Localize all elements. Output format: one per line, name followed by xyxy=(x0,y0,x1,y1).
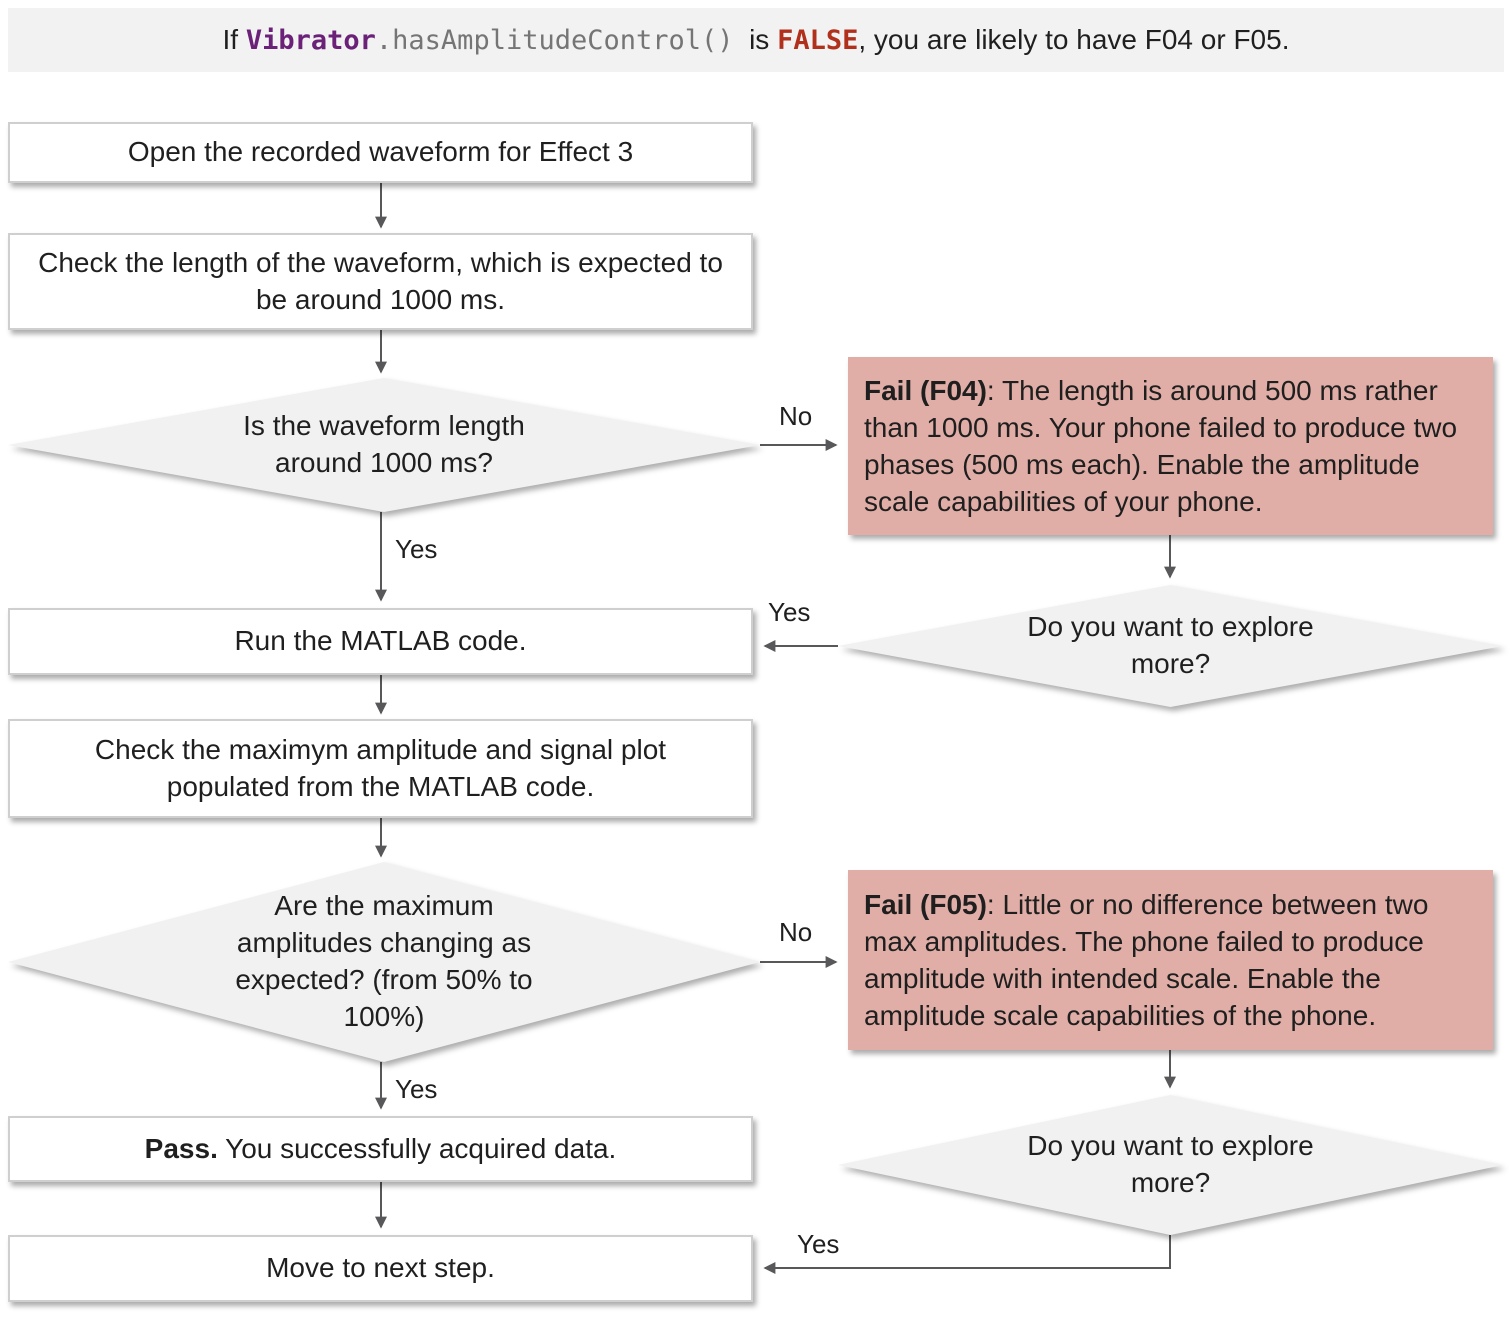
node-explore-2-label: Do you want to explore more? xyxy=(1027,1130,1314,1198)
header-banner: If Vibrator.hasAmplitudeControl() is FAL… xyxy=(8,8,1504,72)
node-fail-f04: Fail (F04): The length is around 500 ms … xyxy=(848,357,1493,535)
edge-label-no-amplitude: No xyxy=(779,917,813,947)
node-fail-f05-label-bold: Fail (F05) xyxy=(864,888,987,920)
node-question-amplitude: Are the maximum amplitudes changing as e… xyxy=(8,862,760,1062)
banner-code-method: .hasAmplitudeControl() xyxy=(375,24,734,56)
node-pass-label-rest: You successfully acquired data. xyxy=(217,1132,617,1164)
node-pass-label: Pass. You successfully acquired data. xyxy=(145,1131,617,1168)
node-check-amplitude-label: Check the maximym amplitude and signal p… xyxy=(94,733,667,802)
node-question-amplitude-label: Are the maximum amplitudes changing as e… xyxy=(235,890,533,1032)
node-explore-1: Do you want to explore more? xyxy=(838,585,1503,707)
node-fail-f04-label: Fail (F04): The length is around 500 ms … xyxy=(864,372,1477,521)
banner-false-keyword: FALSE xyxy=(777,24,859,56)
node-pass: Pass. You successfully acquired data. xyxy=(8,1116,753,1182)
node-check-length: Check the length of the waveform, which … xyxy=(8,233,753,330)
banner-prefix: If xyxy=(222,24,246,55)
node-fail-f05-label-rest: : Little or no difference between two ma… xyxy=(864,888,1429,1032)
node-move-next-label: Move to next step. xyxy=(266,1252,495,1284)
edge-label-yes-explore-2: Yes xyxy=(797,1229,840,1259)
edge-label-yes-length: Yes xyxy=(395,534,438,564)
edge-label-yes-explore-1: Yes xyxy=(768,597,811,627)
node-question-length-label: Is the waveform length around 1000 ms? xyxy=(243,410,525,478)
node-check-amplitude: Check the maximym amplitude and signal p… xyxy=(8,719,753,818)
node-run-matlab-label: Run the MATLAB code. xyxy=(234,625,527,657)
banner-suffix: , you are likely to have F04 or F05. xyxy=(858,24,1290,55)
node-open-waveform-label: Open the recorded waveform for Effect 3 xyxy=(127,136,634,168)
node-fail-f04-label-bold: Fail (F04) xyxy=(864,374,987,406)
node-explore-2: Do you want to explore more? xyxy=(838,1095,1503,1235)
node-check-length-label: Check the length of the waveform, which … xyxy=(38,246,723,315)
edge-label-yes-amplitude: Yes xyxy=(395,1074,438,1104)
node-run-matlab: Run the MATLAB code. xyxy=(8,608,753,675)
node-fail-f05-label: Fail (F05): Little or no difference betw… xyxy=(864,886,1477,1035)
edge-label-no-length: No xyxy=(779,401,813,431)
banner-code-object: Vibrator xyxy=(245,24,376,56)
node-explore-1-label: Do you want to explore more? xyxy=(1027,611,1314,679)
node-fail-f04-label-rest: : The length is around 500 ms rather tha… xyxy=(864,374,1458,518)
node-question-length: Is the waveform length around 1000 ms? xyxy=(8,378,760,512)
node-open-waveform: Open the recorded waveform for Effect 3 xyxy=(8,122,753,183)
node-pass-label-bold: Pass. xyxy=(144,1132,218,1164)
node-fail-f05: Fail (F05): Little or no difference betw… xyxy=(848,870,1493,1050)
banner-connector: is xyxy=(733,24,778,55)
node-move-next: Move to next step. xyxy=(8,1235,753,1302)
